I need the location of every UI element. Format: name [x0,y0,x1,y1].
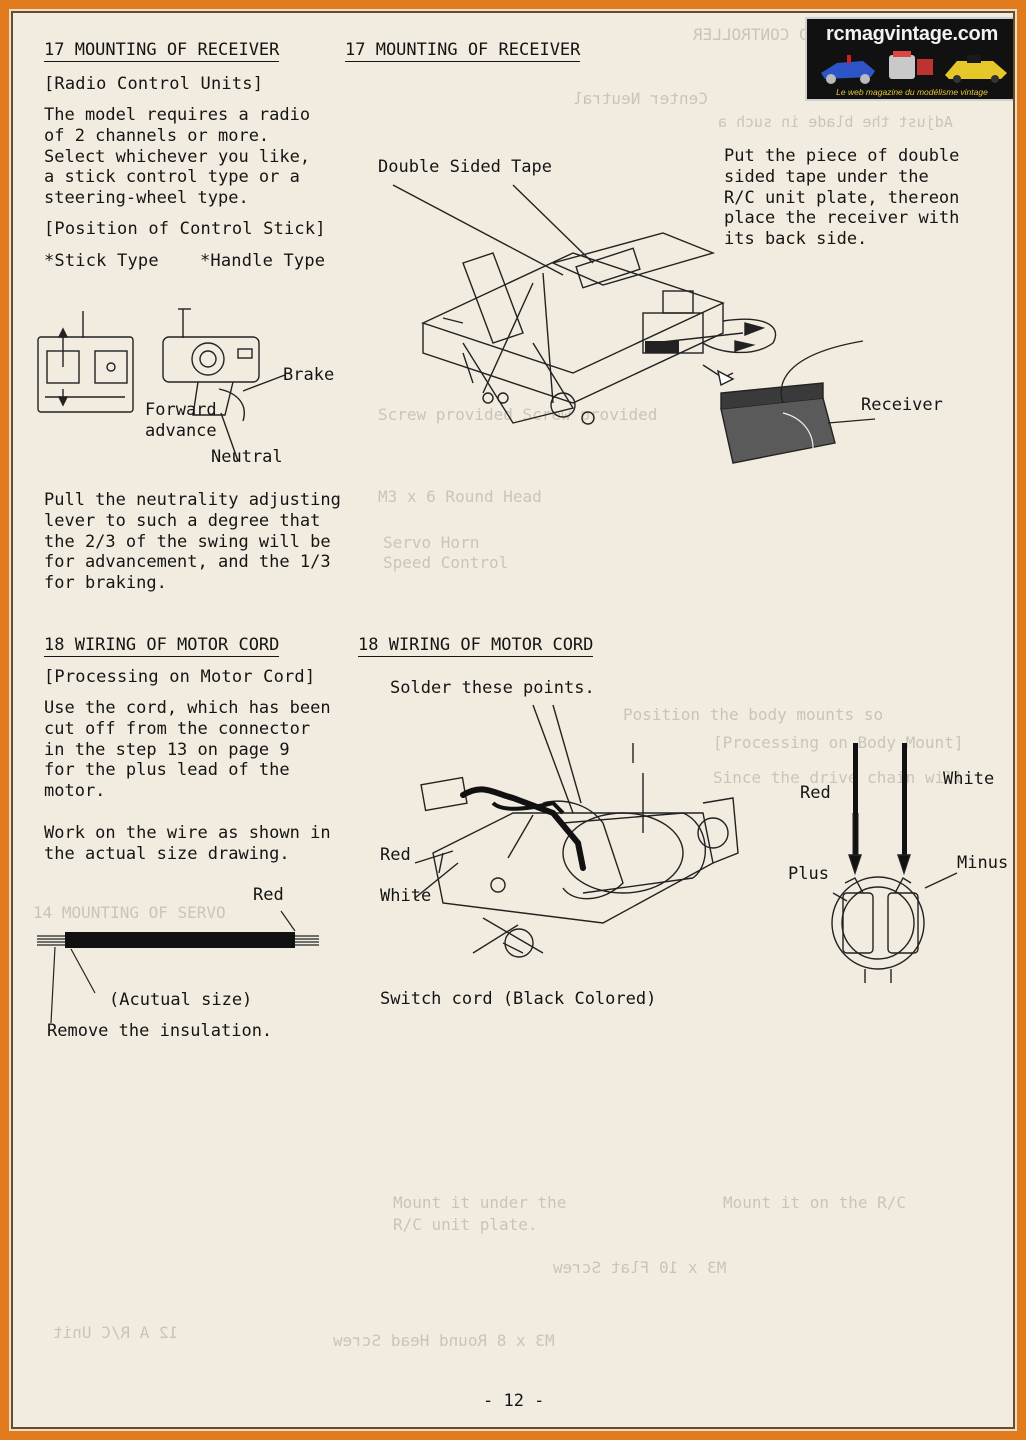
label-neutral: Neutral [211,447,283,467]
section-heading-18-left: 18 WIRING OF MOTOR CORD [44,635,280,657]
subheading-control-stick: [Position of Control Stick] [44,219,326,239]
label-advance: advance [145,421,217,441]
section-heading-17-right: 17 MOUNTING OF RECEIVER [345,40,581,62]
bleed-through-text: 12 A R/C Unit [53,1323,179,1342]
radio-requirement-text: The model requires a radio of 2 channels… [44,105,311,209]
actual-size-wire-drawing [37,910,319,1024]
bleed-through-text: Adjust the blade in such a [718,113,953,131]
label-terminal-plus: Plus [788,864,829,884]
subheading-processing-motor-cord: [Processing on Motor Cord] [44,667,316,687]
label-handle-type: *Handle Type [200,251,326,271]
motor-cord-text: Use the cord, which has been cut off fro… [44,698,331,802]
label-forward: Forward [145,400,217,420]
page-border [11,11,1015,1429]
section-heading-17-left: 17 MOUNTING OF RECEIVER [44,40,280,62]
bleed-through-text: R/C unit plate. [393,1215,538,1234]
label-terminal-white: White [943,769,995,789]
section-heading-18-right: 18 WIRING OF MOTOR CORD [358,635,594,657]
tape-instruction-text: Put the piece of double sided tape under… [724,146,960,250]
label-motor-white: White [380,886,432,906]
label-brake: Brake [283,365,335,385]
logo-tagline: Le web magazine du modélisme vintage [836,87,988,97]
label-terminal-red: Red [800,783,831,803]
logo-site-name: rcmagvintage.com [826,23,998,45]
bleed-through-text: Screw provided Screw provided [378,405,658,424]
bleed-through-text: Mount it under the [393,1193,567,1212]
bleed-through-text: Position the body mounts so [623,705,884,724]
bleed-through-text: M3 x 8 Round Head Screw [333,1331,555,1350]
motor-terminal-illustration [831,743,958,983]
motor-wiring-illustration [414,704,739,958]
neutrality-instruction-text: Pull the neutrality adjusting lever to s… [44,490,341,594]
transmitter-illustration [37,308,286,462]
bleed-through-text: 14 MOUNTING OF SERVO [33,903,226,922]
manual-page: 17 MOUNTING OF RECEIVER 15 FIXING OF SPE… [13,13,1013,1427]
site-logo[interactable]: rcmagvintage.com Le web magazine du modé… [805,17,1013,101]
label-receiver: Receiver [861,395,943,415]
bleed-through-text: [Processing on Body Mount] [713,733,964,752]
bleed-through-text: Mount it on the R/C [723,1193,907,1212]
bleed-through-text: M3 x 6 Round Head [378,487,542,506]
bleed-through-text: M3 x 10 Flat Screw [553,1258,727,1277]
label-stick-type: *Stick Type [44,251,159,271]
label-switch-cord: Switch cord (Black Colored) [380,989,657,1009]
bleed-through-text: Center Neutral [573,89,708,108]
bleed-through-text: Servo Horn [383,533,480,552]
actual-size-instruction-text: Work on the wire as shown in the actual … [44,823,331,864]
label-terminal-minus: Minus [957,853,1009,873]
bleed-through-text: Since the drive chain will [713,768,964,787]
bleed-through-text: Speed Control [383,553,509,572]
receiver-mounting-illustration [392,184,876,464]
label-double-sided-tape: Double Sided Tape [378,157,552,177]
label-solder-points: Solder these points. [390,678,595,698]
subheading-radio-units: [Radio Control Units] [44,74,264,94]
label-remove-insulation: Remove the insulation. [47,1021,273,1041]
logo-vehicles-icon [821,51,1007,84]
label-wire-red: Red [253,885,284,905]
label-actual-size: (Acutual size) [109,990,253,1010]
page-number: - 12 - [483,1391,545,1411]
label-motor-red: Red [380,845,411,865]
